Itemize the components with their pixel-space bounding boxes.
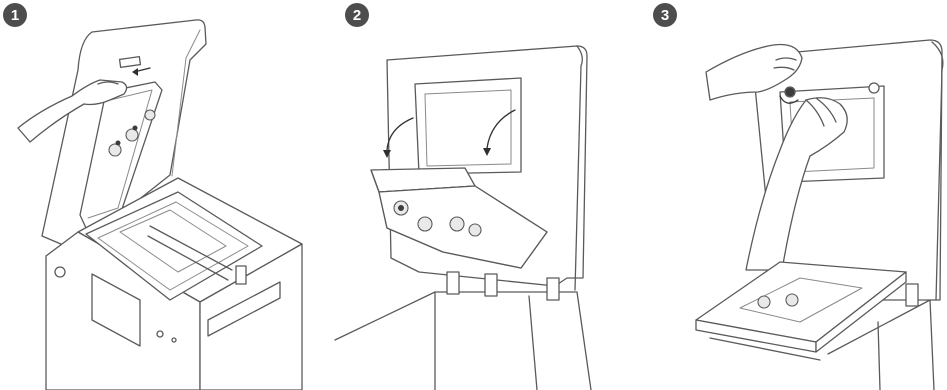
step-2-panel: 2: [315, 0, 630, 390]
step-3-illustration: [630, 0, 947, 390]
step-1-illustration: [0, 0, 315, 390]
step-2-illustration: [315, 0, 630, 390]
rotate-knob-icon: [786, 88, 794, 96]
step-3-panel: 3: [630, 0, 947, 390]
step-1-panel: 1: [0, 0, 315, 390]
power-knob: [55, 267, 65, 277]
